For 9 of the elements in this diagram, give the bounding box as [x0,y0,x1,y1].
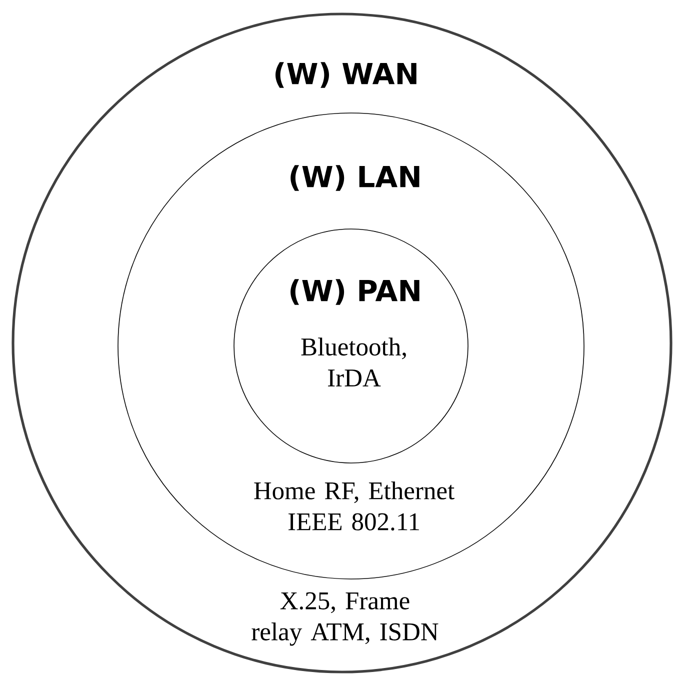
network-circle [234,228,468,464]
circle-text: X.25, Frame relay ATM, ISDN [252,592,438,646]
circle-heading: (W) WAN [276,62,416,88]
network-circle [12,12,672,674]
circle-text: Bluetooth, IrDA [301,338,406,386]
circle-heading: (W) LAN [290,165,420,191]
circle-heading: (W) PAN [290,279,420,305]
network-circle [118,112,584,580]
circle-text: Home RF, Ethernet IEEE 802.11 [254,481,454,531]
